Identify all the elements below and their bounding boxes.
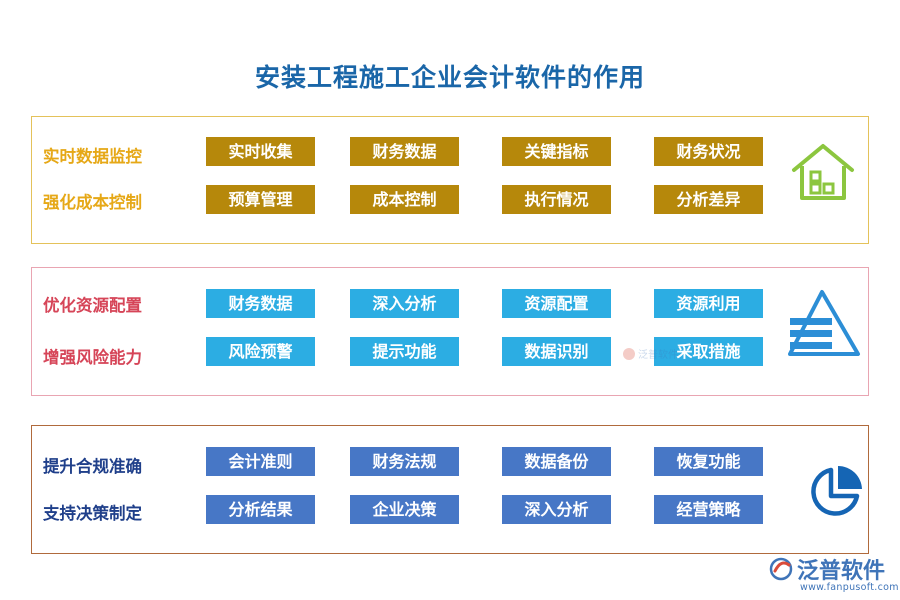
tag-item: 经营策略 xyxy=(654,495,763,524)
tag-item: 资源配置 xyxy=(502,289,611,318)
tag-item: 成本控制 xyxy=(350,185,459,214)
tag-item: 实时收集 xyxy=(206,137,315,166)
tag-item: 关键指标 xyxy=(502,137,611,166)
tag-item: 财务状况 xyxy=(654,137,763,166)
section-panel-resource-risk xyxy=(31,267,869,396)
tag-item: 采取措施 xyxy=(654,337,763,366)
tag-item: 资源利用 xyxy=(654,289,763,318)
tag-item: 提示功能 xyxy=(350,337,459,366)
watermark-faint-text: 泛普软件 xyxy=(638,348,678,361)
tag-item: 分析结果 xyxy=(206,495,315,524)
tag-item: 会计准则 xyxy=(206,447,315,476)
tag-item: 企业决策 xyxy=(350,495,459,524)
tag-item: 风险预警 xyxy=(206,337,315,366)
tag-item: 执行情况 xyxy=(502,185,611,214)
row-label-cost-control: 强化成本控制 xyxy=(43,193,142,212)
pie-chart-icon xyxy=(811,466,862,516)
tag-item: 财务法规 xyxy=(350,447,459,476)
row-label-resource-allocation: 优化资源配置 xyxy=(43,296,142,315)
row-label-decision-support: 支持决策制定 xyxy=(43,504,142,523)
brand-name: 泛普软件 xyxy=(797,559,886,584)
row-label-compliance: 提升合规准确 xyxy=(43,457,142,476)
tag-item: 深入分析 xyxy=(350,289,459,318)
brand-url: www.fanpusoft.com xyxy=(800,582,899,593)
row-label-risk-ability: 增强风险能力 xyxy=(43,348,142,367)
tag-item: 数据识别 xyxy=(502,337,611,366)
tag-item: 数据备份 xyxy=(502,447,611,476)
page-title: 安装工程施工企业会计软件的作用 xyxy=(254,63,645,92)
section-panel-cost-monitoring xyxy=(31,116,869,244)
watermark-logo-faint: 泛普软件 xyxy=(623,348,678,361)
home-icon xyxy=(792,144,854,200)
tag-item: 分析差异 xyxy=(654,185,763,214)
tag-item: 恢复功能 xyxy=(654,447,763,476)
tag-item: 预算管理 xyxy=(206,185,315,214)
row-label-realtime-monitoring: 实时数据监控 xyxy=(43,147,142,166)
pyramid-chart-icon xyxy=(788,290,860,356)
tag-item: 财务数据 xyxy=(350,137,459,166)
tag-item: 深入分析 xyxy=(502,495,611,524)
tag-item: 财务数据 xyxy=(206,289,315,318)
brand-logo-icon xyxy=(769,557,793,581)
section-panel-compliance-decision xyxy=(31,425,869,554)
